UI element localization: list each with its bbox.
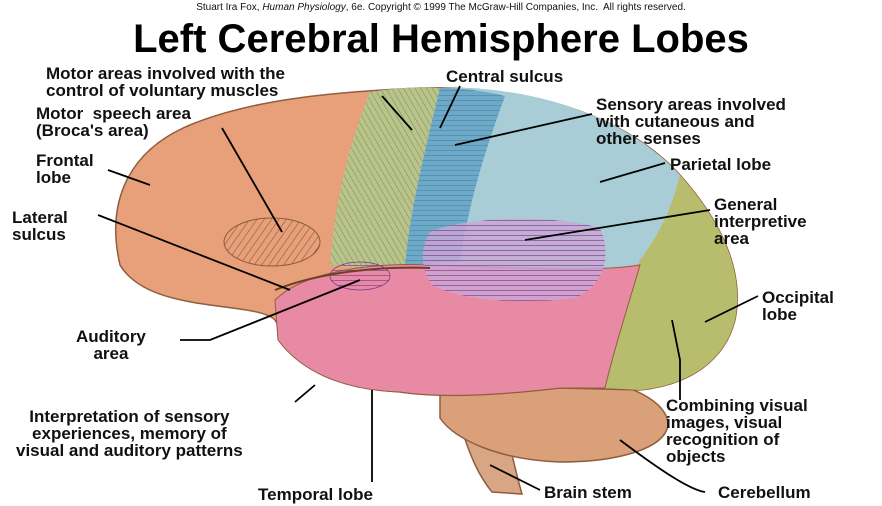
auditory-area-shape <box>330 262 390 290</box>
label-motor-speech-area: Motor speech area (Broca's area) <box>36 105 191 139</box>
label-frontal-lobe: Frontal lobe <box>36 152 94 186</box>
label-motor-areas: Motor areas involved with the control of… <box>46 65 285 99</box>
label-occipital-lobe: Occipital lobe <box>762 289 834 323</box>
label-parietal-lobe: Parietal lobe <box>670 156 771 173</box>
label-lateral-sulcus: Lateral sulcus <box>12 209 68 243</box>
label-combining-visual: Combining visual images, visual recognit… <box>666 397 808 465</box>
label-auditory-area: Auditory area <box>76 328 146 362</box>
broca-area-shape <box>224 218 320 266</box>
leader-interpretation <box>295 385 315 402</box>
label-central-sulcus: Central sulcus <box>446 68 563 85</box>
label-brain-stem: Brain stem <box>544 484 632 501</box>
label-general-interpretive-area: General interpretive area <box>714 196 807 247</box>
label-cerebellum: Cerebellum <box>718 484 811 501</box>
label-sensory-areas: Sensory areas involved with cutaneous an… <box>596 96 786 147</box>
label-temporal-lobe: Temporal lobe <box>258 486 373 503</box>
label-interpretation: Interpretation of sensory experiences, m… <box>16 408 243 459</box>
